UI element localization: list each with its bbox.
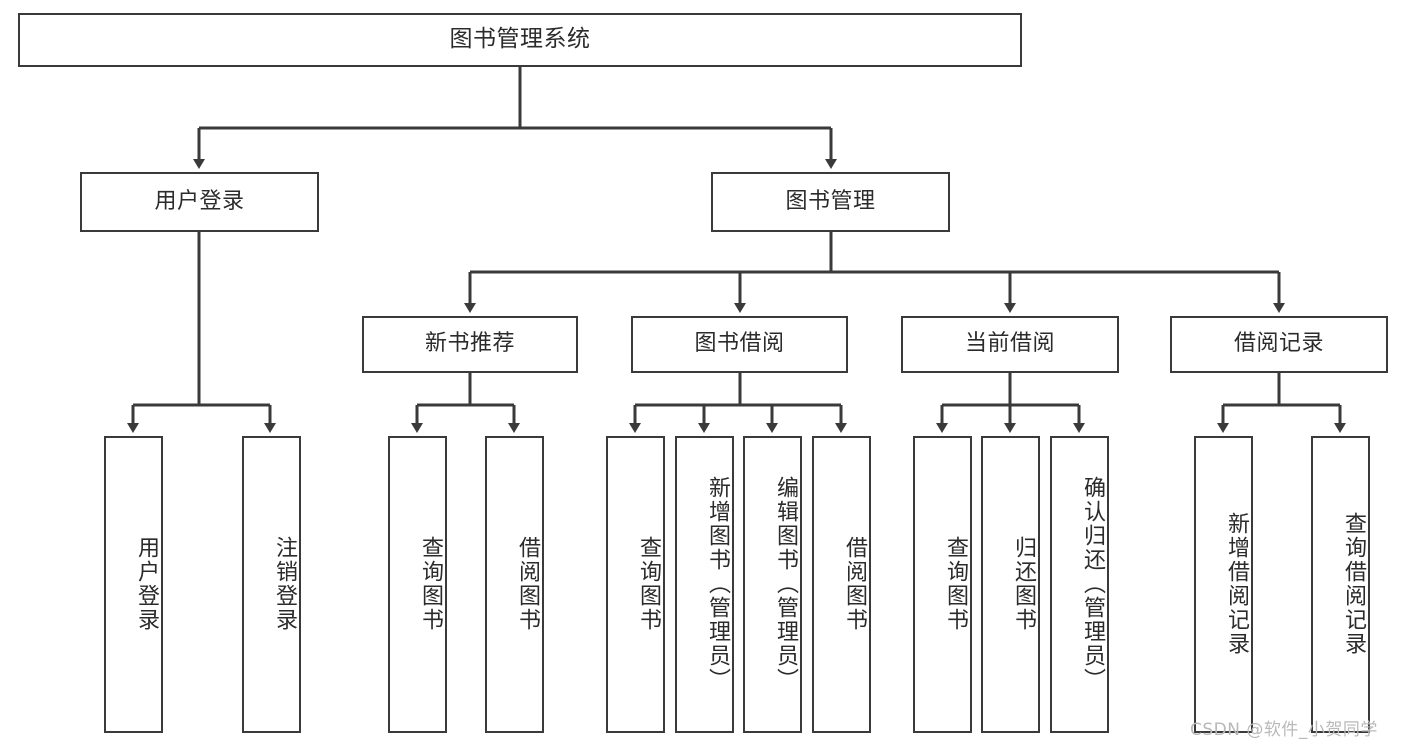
leaf-confirm-return[interactable]: 确认归还（管理员） (1050, 436, 1109, 733)
leaf-query-book-borrow[interactable]: 查询图书 (606, 436, 665, 733)
node-current-borrow[interactable]: 当前借阅 (901, 316, 1119, 373)
csdn-watermark: CSDN @软件_小贺同学 (1190, 720, 1378, 740)
leaf-query-borrow-record[interactable]: 查询借阅记录 (1311, 436, 1370, 733)
leaf-borrow-book[interactable]: 借阅图书 (812, 436, 871, 733)
node-label: 注销登录 (272, 535, 297, 632)
leaf-query-book-current[interactable]: 查询图书 (913, 436, 972, 733)
node-borrow-record[interactable]: 借阅记录 (1170, 316, 1388, 373)
node-label: 新增借阅记录 (1224, 511, 1249, 656)
leaf-query-book-recommend[interactable]: 查询图书 (388, 436, 447, 733)
node-label: 借阅图书 (515, 535, 540, 632)
node-label: 借阅记录 (1233, 331, 1324, 357)
leaf-borrow-book-recommend[interactable]: 借阅图书 (485, 436, 544, 733)
node-label: 借阅图书 (842, 535, 867, 632)
node-label: 图书管理 (785, 188, 876, 214)
node-book-borrow[interactable]: 图书借阅 (631, 316, 848, 373)
node-label: 查询图书 (418, 535, 443, 632)
node-user-login[interactable]: 用户登录 (80, 172, 319, 232)
node-root-system[interactable]: 图书管理系统 (18, 13, 1022, 67)
leaf-return-book[interactable]: 归还图书 (981, 436, 1040, 733)
node-label: 查询图书 (943, 535, 968, 632)
node-label: 新书推荐 (424, 331, 515, 357)
leaf-add-borrow-record[interactable]: 新增借阅记录 (1194, 436, 1253, 733)
leaf-edit-book[interactable]: 编辑图书（管理员） (743, 436, 802, 733)
node-label: 新增图书（管理员） (705, 475, 730, 692)
node-label: 图书借阅 (694, 331, 785, 357)
node-label: 查询借阅记录 (1341, 511, 1366, 656)
node-label: 图书管理系统 (449, 26, 591, 53)
leaf-user-login[interactable]: 用户登录 (104, 436, 163, 733)
node-label: 确认归还（管理员） (1080, 475, 1105, 692)
node-label: 用户登录 (134, 535, 159, 632)
leaf-logout-login[interactable]: 注销登录 (242, 436, 301, 733)
node-new-book-recommend[interactable]: 新书推荐 (362, 316, 578, 373)
node-book-management[interactable]: 图书管理 (711, 172, 950, 232)
node-label: 归还图书 (1011, 535, 1036, 632)
node-label: 编辑图书（管理员） (773, 475, 798, 692)
node-label: 用户登录 (154, 188, 245, 214)
leaf-add-book[interactable]: 新增图书（管理员） (675, 436, 734, 733)
node-label: 当前借阅 (964, 331, 1055, 357)
node-label: 查询图书 (636, 535, 661, 632)
